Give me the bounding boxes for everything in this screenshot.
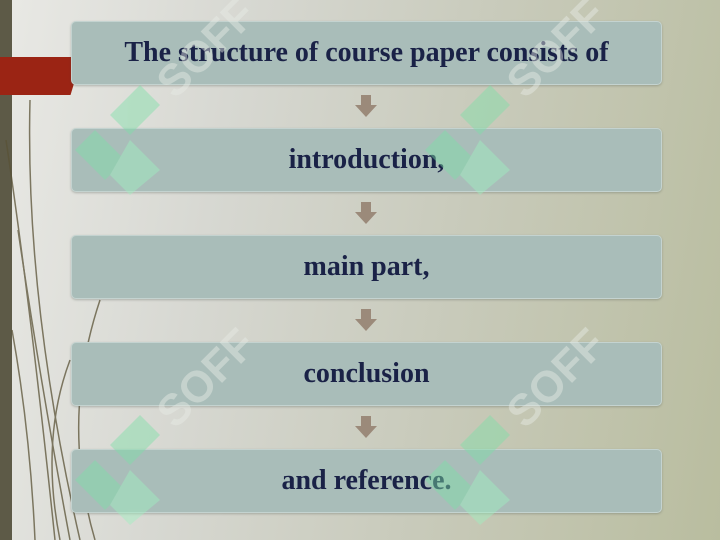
down-arrow-icon [355, 309, 377, 331]
flow-step-label: conclusion [303, 358, 430, 389]
flow-step-label: and reference. [281, 465, 452, 496]
down-arrow-icon [355, 95, 377, 117]
accent-tab [0, 57, 82, 95]
flow-step-introduction: introduction, [71, 128, 662, 192]
flow-step-reference: and reference. [71, 449, 662, 513]
flow-step-label: introduction, [288, 144, 445, 175]
flow-step-title: The structure of course paper consists o… [71, 21, 662, 85]
flow-step-main-part: main part, [71, 235, 662, 299]
down-arrow-icon [355, 416, 377, 438]
flow-step-label: The structure of course paper consists o… [124, 37, 609, 68]
left-decor-bar [0, 0, 12, 540]
flow-step-conclusion: conclusion [71, 342, 662, 406]
down-arrow-icon [355, 202, 377, 224]
flow-step-label: main part, [303, 251, 430, 282]
